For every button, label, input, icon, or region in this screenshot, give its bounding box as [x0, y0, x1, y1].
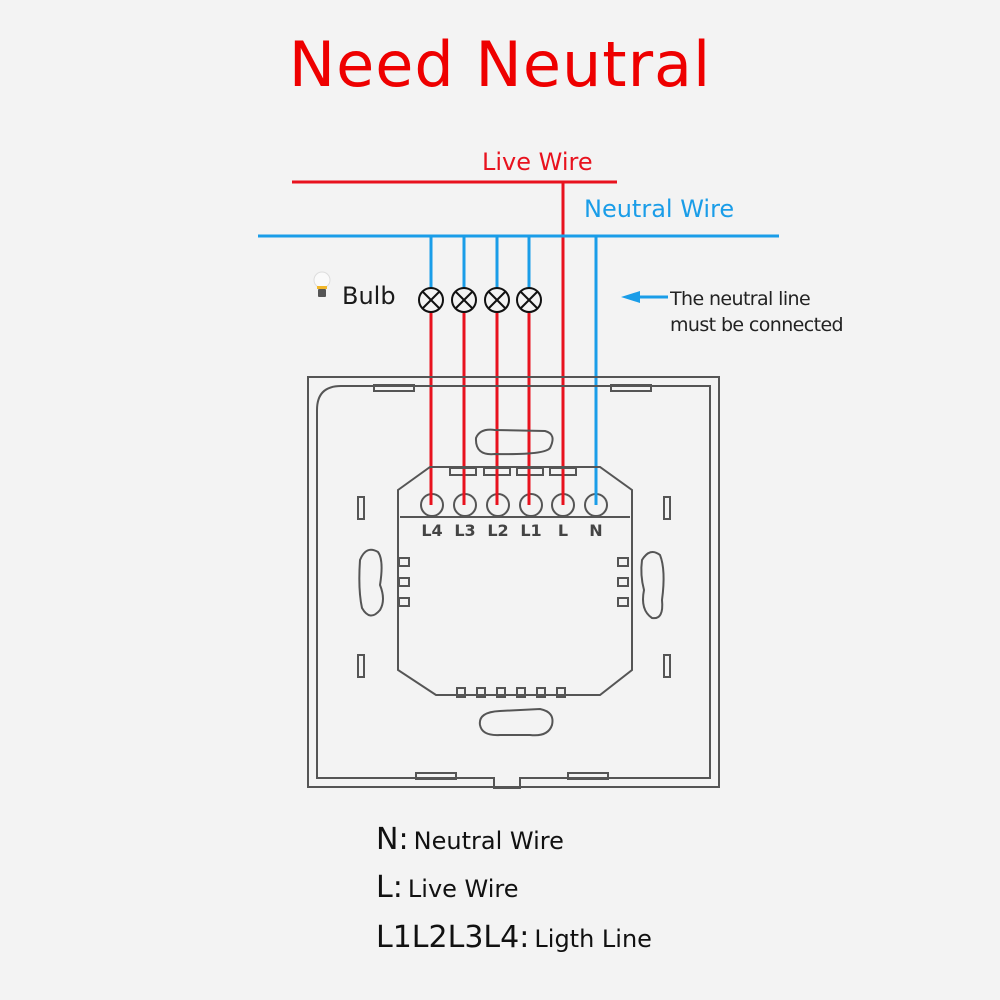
lamp-symbol: [418, 287, 444, 313]
page-title: Need Neutral: [288, 28, 712, 101]
legend-key: L1L2L3L4:: [376, 920, 530, 955]
terminal-label-l: L: [557, 521, 569, 540]
lamp-symbol: [451, 287, 477, 313]
switch-back-plate: [307, 376, 720, 789]
legend-value: Neutral Wire: [413, 827, 564, 855]
neutral-wire-label: Neutral Wire: [584, 195, 735, 223]
terminal-label-l4: L4: [421, 521, 443, 540]
bulb-label: Bulb: [342, 282, 396, 310]
legend-value: Live Wire: [407, 875, 519, 903]
neutral-note-line2: must be connected: [670, 314, 844, 336]
live-wire-label: Live Wire: [482, 148, 593, 176]
legend-item: L: Live Wire: [376, 870, 519, 905]
terminal-label-l2: L2: [487, 521, 509, 540]
legend-key: N:: [376, 822, 409, 857]
lamp-symbol: [484, 287, 510, 313]
lamp-symbol: [516, 287, 542, 313]
terminal-label-n: N: [589, 521, 603, 540]
legend-key: L:: [376, 870, 403, 905]
legend-item: N: Neutral Wire: [376, 822, 564, 857]
arrow-left-icon: [621, 291, 668, 303]
legend-value: Ligth Line: [534, 925, 652, 953]
neutral-note-line1: The neutral line: [670, 288, 811, 310]
legend-item: L1L2L3L4: Ligth Line: [376, 920, 652, 955]
terminal-label-l1: L1: [520, 521, 542, 540]
neutral-note: The neutral line must be connected: [670, 286, 855, 338]
light-bulb-icon: [313, 271, 331, 297]
terminal-label-l3: L3: [454, 521, 476, 540]
